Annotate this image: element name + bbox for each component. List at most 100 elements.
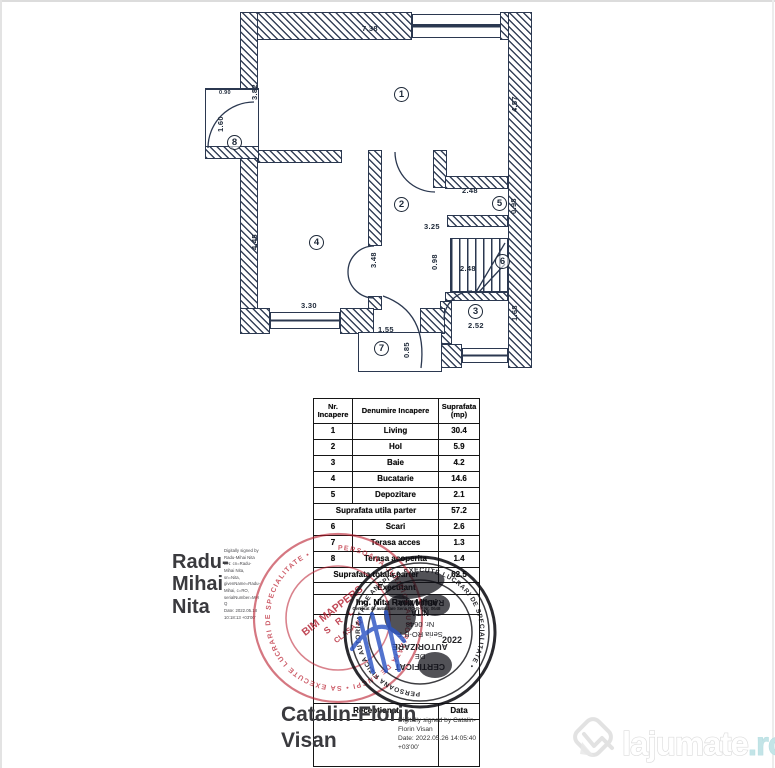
room-number-5: 5 xyxy=(492,196,507,211)
room-number-1: 1 xyxy=(394,87,409,102)
dim-label: 0.98 xyxy=(509,198,518,214)
room-number-2: 2 xyxy=(394,197,409,212)
scan-edge-right xyxy=(772,0,774,768)
cell-name: Depozitare xyxy=(353,488,439,503)
table-row: 4 Bucatarie 14.6 xyxy=(314,472,479,488)
cell-area: 4.2 xyxy=(453,458,465,468)
dim-label: 3.82 xyxy=(250,84,259,100)
dim-label: 2.48 xyxy=(462,186,478,195)
dim-label: 1.55 xyxy=(378,325,394,334)
signature-details-catalin: Digitally signed by Catalin- Florin Visa… xyxy=(398,717,477,751)
dim-label: 1.68 xyxy=(510,305,519,321)
table-row: 3 Baie 4.2 xyxy=(314,456,479,472)
col-header-nr: Nr. Incapere xyxy=(314,399,353,423)
dim-label: 2.52 xyxy=(468,321,484,330)
wall-bottom-corner xyxy=(240,308,270,334)
table-row: 6 Scari 2.6 xyxy=(314,520,479,536)
table-header-row: Nr. Incapere Denumire Incapere Suprafata… xyxy=(314,399,479,424)
executant-label: Executant xyxy=(377,583,416,593)
table-row: 7 Terasa acces 1.3 xyxy=(314,536,479,552)
signature-name-radu: Radu- Mihai Nita xyxy=(172,551,229,618)
cell-nr: 8 xyxy=(314,552,353,567)
table-row: 1 Living 30.4 xyxy=(314,424,479,440)
table-row: 2 Hol 5.9 xyxy=(314,440,479,456)
wall-left-lower xyxy=(240,148,258,310)
svg-text:lajumate.ro: lajumate.ro xyxy=(622,725,775,762)
dim-label: 0.90 xyxy=(219,90,231,96)
data-label: Data xyxy=(450,706,468,716)
dim-label: 2.48 xyxy=(460,264,476,273)
wall-left-upper xyxy=(240,12,258,98)
cell-area: 1.4 xyxy=(453,554,465,564)
col-header-suprafata: Suprafata (mp) xyxy=(441,401,477,419)
wall-top-left xyxy=(240,12,412,40)
wall-kitchen-hall-upper xyxy=(368,150,382,246)
cell-area: 14.6 xyxy=(451,474,467,484)
subtotal-value: 57.2 xyxy=(451,506,467,516)
door-arc-living-hall xyxy=(394,151,436,193)
door-arc-kitchen xyxy=(347,245,375,299)
watermark-tld: .ro xyxy=(748,725,775,762)
col-header-denumire: Denumire Incapere xyxy=(353,399,439,423)
wall-kitchen-hall-lower xyxy=(368,296,382,310)
dim-label: 1.60 xyxy=(216,116,225,132)
cell-nr: 1 xyxy=(314,424,353,439)
annex-bottom-wall xyxy=(205,146,259,159)
access-terrace-outline xyxy=(358,332,442,372)
reception-signature-row xyxy=(314,720,479,766)
wall-above-storage xyxy=(445,176,508,189)
wall-bottom-mid xyxy=(340,308,374,334)
cell-nr: 6 xyxy=(314,520,353,535)
executant-cert: Certificat de autorizare Seria RO-B-F Nr… xyxy=(352,605,441,611)
cell-area: 2.6 xyxy=(453,522,465,532)
table-row: 8 Terasa acoperita 1.4 xyxy=(314,552,479,568)
watermark-text: lajumate xyxy=(622,725,749,762)
reception-header-row: Receptionat Data xyxy=(314,704,479,720)
room-number-4: 4 xyxy=(309,235,324,250)
cell-nr: 2 xyxy=(314,440,353,455)
door-arc-terrace xyxy=(382,295,423,369)
window-bath xyxy=(462,348,508,363)
executant-row: Executant xyxy=(314,583,479,595)
cell-name: Scari xyxy=(353,520,439,535)
wall-below-storage xyxy=(447,215,508,227)
dim-label: 4.45 xyxy=(250,234,259,250)
subtotal-row: Suprafata utila parter 57.2 xyxy=(314,504,479,520)
dim-label: 7.38 xyxy=(362,24,378,33)
receptionat-label: Receptionat xyxy=(314,704,439,719)
door-arc-annex xyxy=(207,101,255,149)
scan-edge-left xyxy=(0,0,2,768)
total-row: Suprafata totala parter 62.5 xyxy=(314,568,479,583)
cell-name: Terasa acces xyxy=(353,536,439,551)
room-number-3: 3 xyxy=(468,304,483,319)
cell-name: Baie xyxy=(353,456,439,471)
window-top xyxy=(412,14,502,38)
dim-label: 0.98 xyxy=(430,254,439,270)
room-number-8: 8 xyxy=(227,135,242,150)
cell-area: 30.4 xyxy=(451,426,467,436)
executant-name-row: Ing. Nita Radu Mihai Certificat de autor… xyxy=(314,595,479,615)
lajumate-watermark: lajumate.ro xyxy=(573,717,775,763)
cell-nr: 3 xyxy=(314,456,353,471)
stairs xyxy=(450,238,508,292)
door-arc-bath xyxy=(443,290,473,319)
stamp-area-row xyxy=(314,615,479,704)
scan-edge-top xyxy=(0,0,775,2)
room-number-7: 7 xyxy=(374,341,389,356)
cell-name: Living xyxy=(353,424,439,439)
subtotal-label: Suprafata utila parter xyxy=(314,504,439,519)
cell-area: 5.9 xyxy=(453,442,465,452)
wall-hall-stub xyxy=(433,150,447,188)
total-label: Suprafata totala parter xyxy=(314,568,439,582)
window-bottom xyxy=(270,312,340,329)
cell-name: Bucatarie xyxy=(353,472,439,487)
dim-label: 3.48 xyxy=(369,252,378,268)
dim-label: 3.25 xyxy=(424,222,440,231)
signature-details-radu: Digitally signed by Radu-Mihai Nita DN: … xyxy=(224,548,260,620)
cell-area: 2.1 xyxy=(453,490,465,500)
cell-name: Terasa acoperita xyxy=(353,552,439,567)
dim-label: 0.85 xyxy=(402,342,411,358)
wall-below-stairs xyxy=(445,292,508,301)
cell-nr: 4 xyxy=(314,472,353,487)
